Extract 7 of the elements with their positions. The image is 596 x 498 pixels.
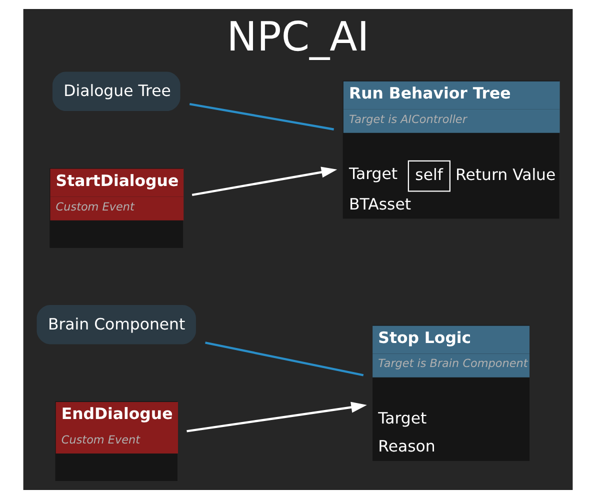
arrow xyxy=(186,401,367,432)
arrow xyxy=(192,166,338,196)
node-box: Brain Component xyxy=(36,304,196,344)
connector xyxy=(205,341,364,376)
connector xyxy=(189,102,334,130)
diagram-title: NPC_AI xyxy=(226,12,370,60)
node-box: Dialogue Tree xyxy=(52,71,180,111)
